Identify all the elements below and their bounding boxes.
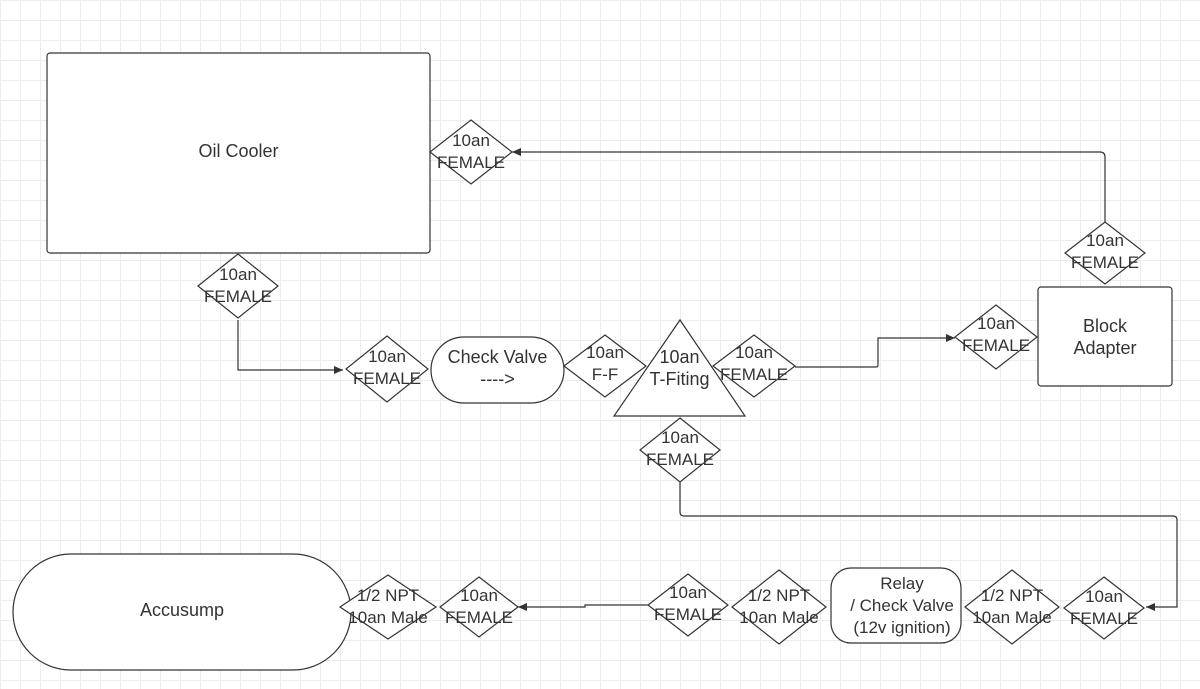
connector-cooler-to-check xyxy=(237,320,343,374)
oil-cooler-box xyxy=(46,52,431,254)
fitting-diamond-tee-out xyxy=(712,334,796,398)
fitting-diamond-accusump-female xyxy=(439,576,519,638)
fitting-diamond-relay-right-female xyxy=(1063,576,1145,640)
check-valve-box xyxy=(430,336,565,404)
fitting-diamond-cooler-out xyxy=(197,253,279,319)
connector-tee-to-block xyxy=(795,334,955,368)
connector-tee-to-relay xyxy=(679,482,1178,611)
fitting-diamond-relay-right-npt xyxy=(964,569,1060,645)
connector-block-to-cooler xyxy=(512,148,1106,222)
accusump-box xyxy=(12,553,352,671)
fitting-diamond-block-out xyxy=(1064,221,1146,285)
fitting-diamond-block-in xyxy=(954,304,1038,370)
fitting-diamond-relay-left-female xyxy=(647,573,729,637)
fitting-diamond-check-in xyxy=(345,335,429,403)
t-fitting-triangle xyxy=(612,318,747,417)
fitting-diamond-ff xyxy=(563,334,647,398)
fitting-diamond-tee-bottom xyxy=(639,417,721,483)
block-adapter-box xyxy=(1037,286,1173,387)
relay-box xyxy=(830,567,962,644)
connector-relay-to-accusump xyxy=(518,603,648,611)
fitting-diamond-cooler-in xyxy=(429,119,513,185)
fitting-diamond-accusump-npt xyxy=(338,574,438,640)
fitting-diamond-relay-left-npt xyxy=(731,569,827,645)
